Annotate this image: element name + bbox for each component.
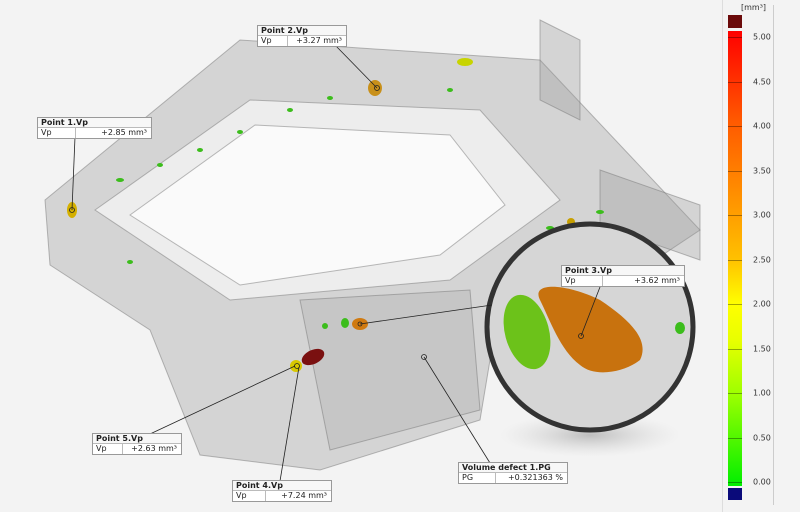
- legend-tick-label: 4.00: [753, 121, 771, 131]
- callout-point-1[interactable]: Point 1.Vp Vp +2.85 mm³: [37, 117, 152, 139]
- defect-markers: [67, 58, 604, 372]
- callout-point-3[interactable]: Point 3.Vp Vp +3.62 mm³: [561, 265, 685, 287]
- callout-key: Vp: [562, 276, 604, 286]
- legend-tick-mark: [728, 37, 742, 38]
- callout-value: +2.85 mm³: [101, 128, 147, 137]
- callout-key: Vp: [233, 491, 267, 501]
- callout-key: Vp: [258, 36, 288, 46]
- legend-tick-mark: [728, 259, 742, 261]
- callout-volume-defect[interactable]: Volume defect 1.PG PG +0.321363 %: [458, 462, 568, 484]
- legend-underflow-swatch: [728, 488, 742, 500]
- legend-color-bar: [728, 31, 742, 486]
- callout-point-4[interactable]: Point 4.Vp Vp +7.24 mm³: [232, 480, 332, 502]
- legend-tick-mark: [728, 215, 742, 216]
- callout-point-5[interactable]: Point 5.Vp Vp +2.63 mm³: [92, 433, 182, 455]
- legend-unit: [mm³]: [741, 3, 767, 12]
- callout-title: Point 3.Vp: [562, 266, 684, 276]
- callout-title: Volume defect 1.PG: [459, 463, 567, 473]
- legend-tick-label: 1.50: [753, 344, 771, 353]
- callout-value: +3.62 mm³: [634, 276, 680, 285]
- callout-point-2[interactable]: Point 2.Vp Vp +3.27 mm³: [257, 25, 347, 47]
- legend-tick-label: 2.00: [753, 299, 771, 309]
- legend-tick-mark: [728, 126, 742, 127]
- legend-tick-label: 0.00: [753, 477, 771, 487]
- 3d-viewport[interactable]: [0, 0, 722, 512]
- callout-value: +7.24 mm³: [281, 491, 327, 500]
- legend-tick-label: 2.50: [753, 255, 771, 264]
- legend-tick-label: 4.50: [753, 77, 771, 86]
- color-legend: [mm³] 5.00 4.50 4.00 3.50 3.00 2.50 2.00 1.50 1.…: [722, 0, 800, 512]
- callout-title: Point 4.Vp: [233, 481, 331, 491]
- legend-tick-label: 0.50: [753, 433, 771, 442]
- legend-tick-mark: [728, 393, 742, 394]
- legend-tick-mark: [728, 437, 742, 439]
- legend-tick-label: 3.50: [753, 166, 771, 175]
- legend-divider: [773, 5, 774, 505]
- callout-value: +2.63 mm³: [131, 444, 177, 453]
- callout-title: Point 2.Vp: [258, 26, 346, 36]
- legend-tick-mark: [728, 81, 742, 83]
- part-housing: [44, 19, 701, 471]
- legend-tick-mark: [728, 348, 742, 350]
- legend-tick-mark: [728, 304, 742, 305]
- callout-key: Vp: [38, 128, 77, 138]
- legend-tick-label: 1.00: [753, 388, 771, 398]
- callout-title: Point 5.Vp: [93, 434, 181, 444]
- legend-tick-label: 5.00: [753, 32, 771, 42]
- legend-tick-mark: [728, 170, 742, 172]
- callout-title: Point 1.Vp: [38, 118, 151, 128]
- zoom-lens: [484, 221, 696, 433]
- shadow: [500, 413, 680, 457]
- callout-key: PG: [459, 473, 496, 483]
- callout-value: +3.27 mm³: [296, 36, 342, 45]
- legend-overflow-swatch: [728, 15, 742, 28]
- legend-tick-mark: [728, 482, 742, 483]
- leader-lines: [69, 44, 601, 482]
- legend-tick-label: 3.00: [753, 210, 771, 220]
- callout-key: Vp: [93, 444, 123, 454]
- callout-value: +0.321363 %: [507, 473, 563, 482]
